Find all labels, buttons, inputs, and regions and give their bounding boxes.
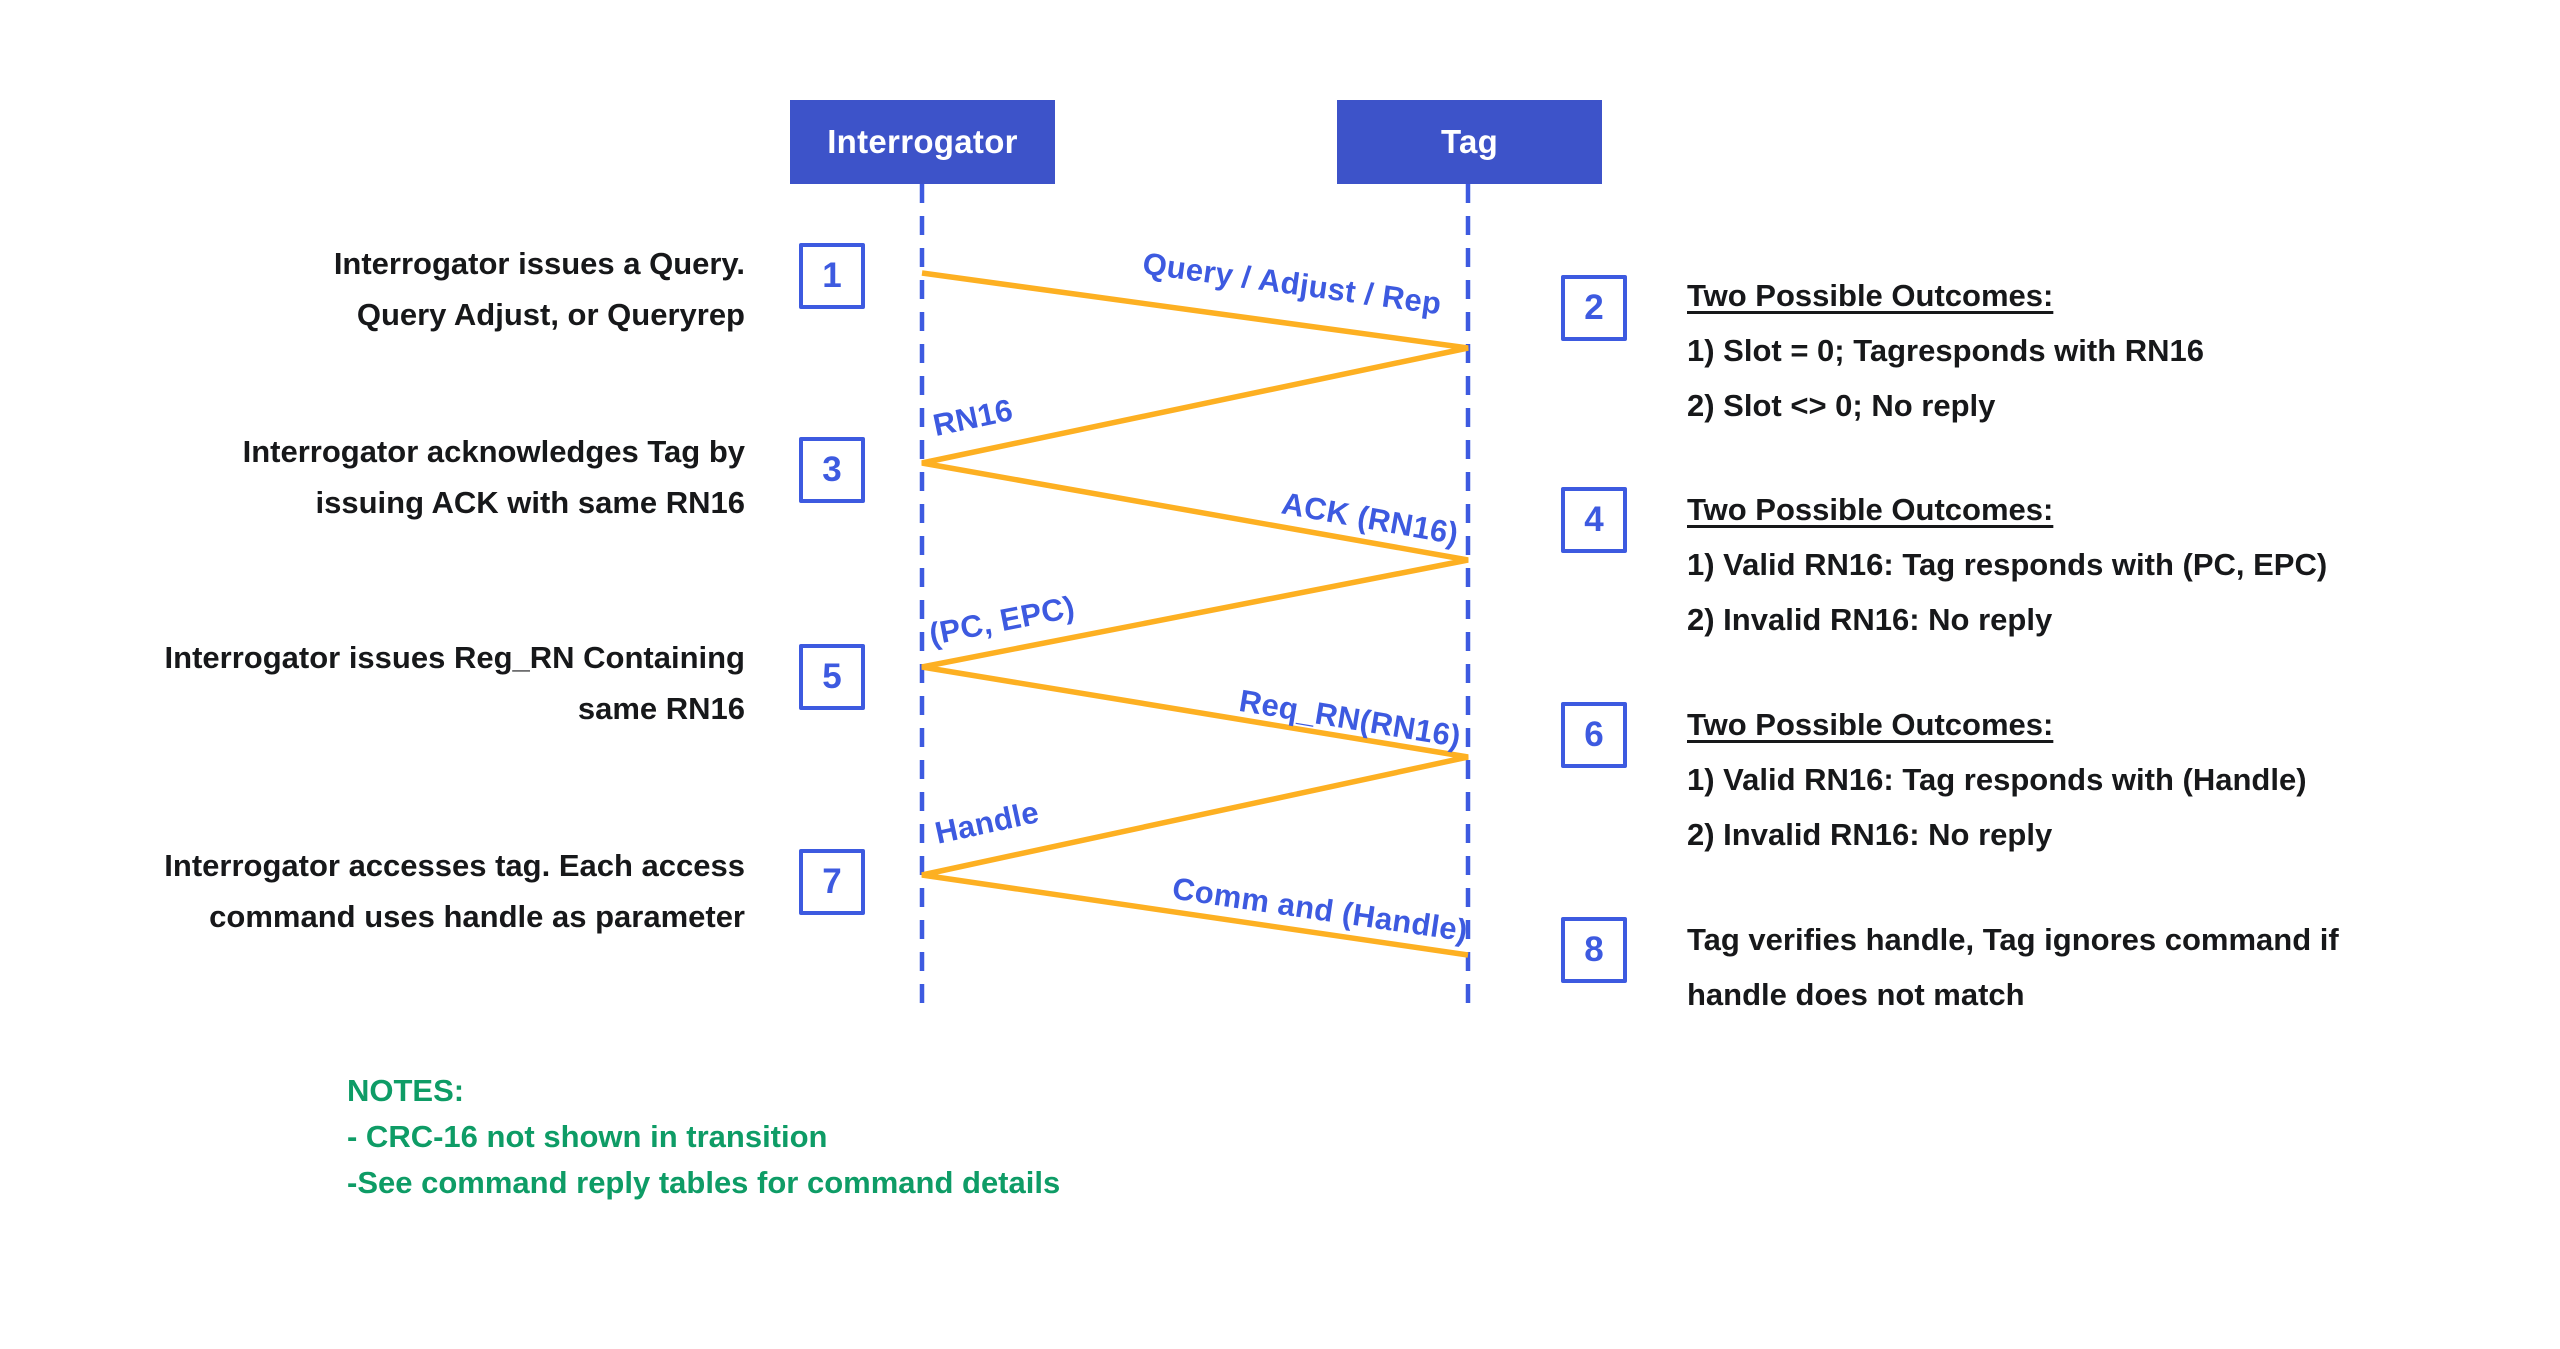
right-step-6-line-1: 1) Valid RN16: Tag responds with (Handle… <box>1687 762 2307 797</box>
right-step-6-outcomes: Two Possible Outcomes: 1) Valid RN16: Ta… <box>1687 697 2447 862</box>
interrogator-header: Interrogator <box>790 100 1055 184</box>
left-step-1-line-1: Interrogator issues a Query. <box>333 246 745 281</box>
right-step-4-outcomes: Two Possible Outcomes: 1) Valid RN16: Ta… <box>1687 482 2447 647</box>
notes-line-2: -See command reply tables for command de… <box>347 1165 1061 1200</box>
notes-title: NOTES: <box>347 1073 465 1108</box>
right-step-4-line-1: 1) Valid RN16: Tag responds with (PC, EP… <box>1687 547 2328 582</box>
tag-label: Tag <box>1440 123 1499 160</box>
right-step-2-line-2: 2) Slot <> 0; No reply <box>1687 388 1996 423</box>
step-box-5: 5 <box>799 644 865 710</box>
step-number-2: 2 <box>1584 288 1604 327</box>
step-box-2: 2 <box>1561 275 1627 341</box>
right-step-2-outcomes: Two Possible Outcomes: 1) Slot = 0; Tagr… <box>1687 268 2447 433</box>
step-number-4: 4 <box>1584 500 1604 539</box>
notes-line-1: - CRC-16 not shown in transition <box>347 1119 828 1154</box>
left-step-5-line-2: same RN16 <box>577 691 745 726</box>
left-step-7-description: Interrogator accesses tag. Each access c… <box>85 840 745 942</box>
step-box-3: 3 <box>799 437 865 503</box>
left-step-3-line-1: Interrogator acknowledges Tag by <box>242 434 745 469</box>
notes-block: NOTES: - CRC-16 not shown in transition … <box>347 1068 1060 1206</box>
right-step-4-line-2: 2) Invalid RN16: No reply <box>1687 602 2053 637</box>
step-box-1: 1 <box>799 243 865 309</box>
right-step-8-line-1: Tag verifies handle, Tag ignores command… <box>1687 922 2339 957</box>
tag-header: Tag <box>1337 100 1602 184</box>
left-step-1-line-2: Query Adjust, or Queryrep <box>356 297 745 332</box>
right-step-4-title: Two Possible Outcomes: <box>1687 492 2054 527</box>
left-step-1-description: Interrogator issues a Query. Query Adjus… <box>85 238 745 340</box>
left-step-3-line-2: issuing ACK with same RN16 <box>315 485 745 520</box>
right-step-8-line-2: handle does not match <box>1687 977 2025 1012</box>
step-box-7: 7 <box>799 849 865 915</box>
left-step-7-line-1: Interrogator accesses tag. Each access <box>164 848 745 883</box>
right-step-6-title: Two Possible Outcomes: <box>1687 707 2054 742</box>
right-step-6-line-2: 2) Invalid RN16: No reply <box>1687 817 2053 852</box>
step-number-8: 8 <box>1584 930 1604 969</box>
interrogator-label: Interrogator <box>827 123 1018 160</box>
left-step-7-line-2: command uses handle as parameter <box>209 899 745 934</box>
left-step-3-description: Interrogator acknowledges Tag by issuing… <box>85 426 745 528</box>
step-number-1: 1 <box>822 256 842 295</box>
step-number-6: 6 <box>1584 715 1604 754</box>
message-zigzag-line <box>921 270 1469 958</box>
step-number-3: 3 <box>822 450 842 489</box>
step-box-4: 4 <box>1561 487 1627 553</box>
right-step-2-line-1: 1) Slot = 0; Tagresponds with RN16 <box>1687 333 2205 368</box>
step-box-8: 8 <box>1561 917 1627 983</box>
right-step-8-description: Tag verifies handle, Tag ignores command… <box>1687 912 2447 1022</box>
right-step-2-title: Two Possible Outcomes: <box>1687 278 2054 313</box>
step-number-5: 5 <box>822 657 842 696</box>
step-number-7: 7 <box>822 862 842 901</box>
step-box-6: 6 <box>1561 702 1627 768</box>
left-step-5-line-1: Interrogator issues Reg_RN Containing <box>164 640 745 675</box>
left-step-5-description: Interrogator issues Reg_RN Containing sa… <box>85 632 745 734</box>
